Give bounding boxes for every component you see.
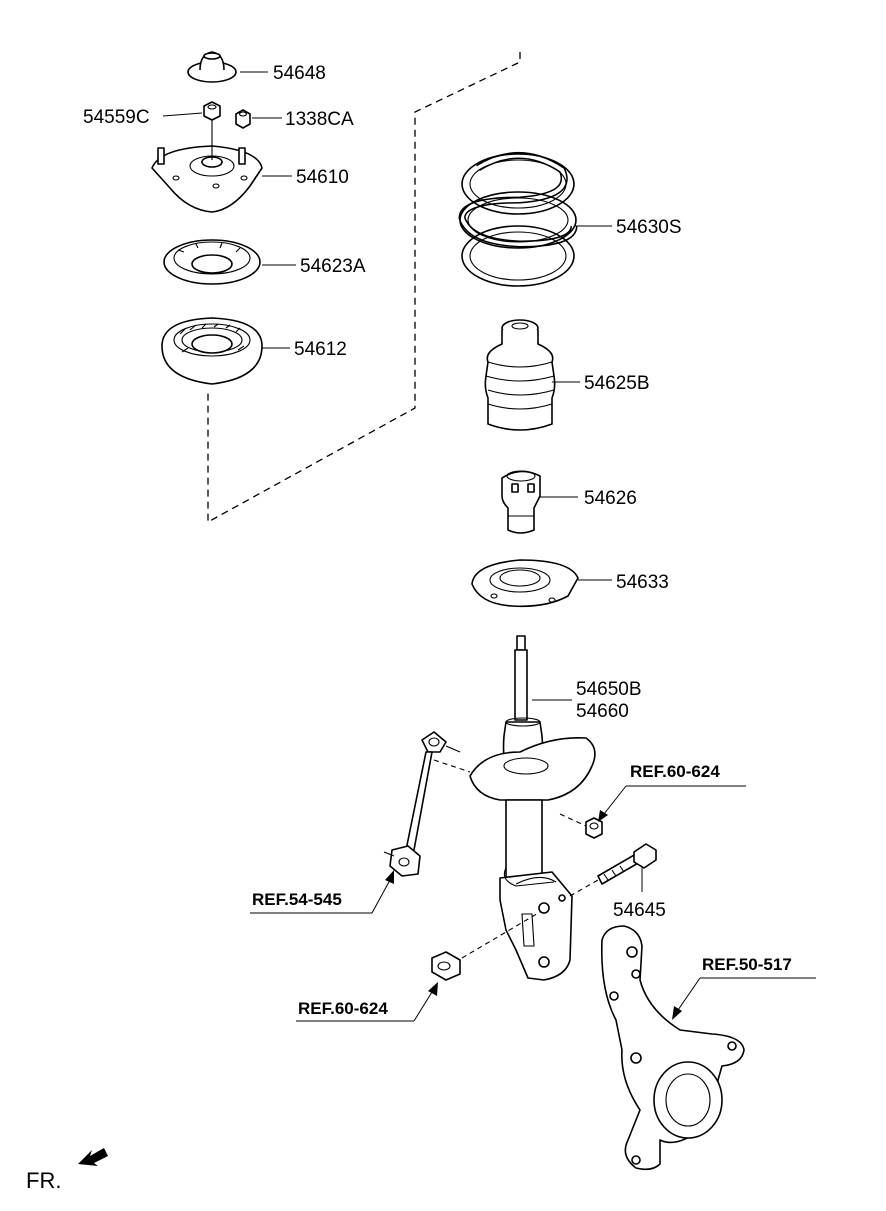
label-ref-50-517: REF.50-517 — [702, 955, 792, 974]
bump-stopper-54626 — [501, 470, 541, 534]
assembly-dashed-line — [207, 52, 521, 524]
nut-1338ca — [235, 109, 251, 129]
nut-upper — [559, 813, 603, 839]
leader-54559c — [162, 112, 203, 117]
label-54645: 54645 — [613, 900, 666, 921]
label-54559c: 54559C — [83, 107, 150, 128]
label-54612: 54612 — [294, 339, 347, 360]
label-54623a: 54623A — [300, 256, 366, 277]
front-label: FR. — [26, 1168, 61, 1193]
nut-54559c — [203, 101, 221, 121]
spring-seat-54633 — [471, 559, 579, 608]
dust-boot-54625b — [484, 319, 556, 431]
ref-leader-54-545 — [250, 870, 394, 914]
label-54630s: 54630S — [616, 217, 682, 238]
strut-assembly-54650b — [469, 635, 596, 981]
label-54660: 54660 — [576, 701, 629, 722]
coil-spring-54630s — [458, 152, 578, 287]
spring-pad-54623a — [163, 239, 261, 285]
ref-leader-60-624-upper — [598, 785, 746, 822]
ref-leader-60-624-lower — [296, 982, 438, 1022]
nut-lower — [431, 911, 541, 981]
label-ref-60-624-lower: REF.60-624 — [298, 999, 388, 1018]
label-ref-60-624-upper: REF.60-624 — [630, 762, 720, 781]
label-54648: 54648 — [273, 63, 326, 84]
dust-cap-54648 — [187, 51, 237, 83]
bolt-54645 — [569, 843, 657, 897]
label-54650b: 54650B — [576, 679, 642, 700]
label-54633: 54633 — [616, 572, 669, 593]
label-54610: 54610 — [296, 167, 349, 188]
bearing-54612 — [161, 317, 263, 385]
label-1338ca: 1338CA — [285, 109, 354, 130]
label-54625b: 54625B — [584, 373, 650, 394]
ref-leader-50-517 — [672, 977, 816, 1020]
label-ref-54-545: REF.54-545 — [252, 890, 342, 909]
front-direction-arrow-icon — [78, 1148, 108, 1166]
label-54626: 54626 — [584, 488, 637, 509]
stabilizer-link — [383, 731, 471, 877]
steering-knuckle — [600, 925, 745, 1171]
strut-mount-54610 — [151, 120, 263, 213]
